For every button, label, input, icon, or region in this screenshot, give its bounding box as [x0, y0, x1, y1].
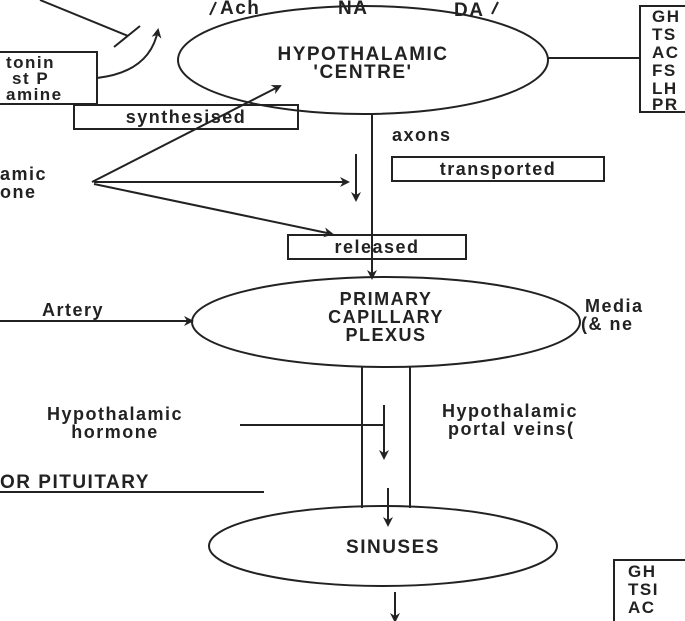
hypothalamic-centre-ellipse [177, 5, 549, 115]
axons-label: axons [392, 125, 452, 145]
right-top-box-line-2: TS [652, 25, 677, 44]
right-top-box-line-5: LH [652, 79, 678, 98]
inhibitory-line [39, 0, 129, 37]
sinuses-label: SINUSES [346, 537, 440, 558]
plexus-line-3: PLEXUS [345, 325, 426, 345]
released-label: released [334, 237, 419, 257]
transported-box [391, 156, 605, 182]
released-box [287, 234, 467, 260]
synthesised-box [73, 104, 299, 130]
plexus-line-2: CAPILLARY [328, 307, 444, 327]
portal-line-1: Hypothalamic [442, 401, 578, 421]
median-line-1: Media [585, 296, 644, 316]
hormone-left-line-2: one [0, 182, 37, 202]
hormone2-line-1: Hypothalamic [47, 404, 183, 424]
sinuses-ellipse [208, 505, 558, 587]
median-line-2: (& ne [581, 314, 634, 334]
portal-line-2: portal veins( [448, 419, 575, 439]
right-top-box-line-1: GH [652, 7, 681, 26]
right-top-box-line-3: AC [652, 43, 680, 62]
inhibitory-bar [113, 25, 141, 48]
bottom-right-box [613, 559, 685, 621]
slash-ach [209, 1, 217, 16]
label-da: DA [454, 0, 484, 21]
artery-label: Artery [42, 300, 104, 320]
pituitary-heading: OR PITUITARY [0, 472, 150, 493]
right-top-box-line-6: PR [652, 95, 679, 114]
hormone2-line-2: hormone [71, 422, 159, 442]
bottom-right-box-line-1: GH [628, 562, 657, 581]
centre-line-2: 'CENTRE' [313, 62, 412, 83]
label-na: NA [338, 0, 368, 19]
bottom-right-box-line-2: TSI [628, 580, 659, 599]
plexus-line-1: PRIMARY [340, 289, 433, 309]
label-ach: Ach [220, 0, 260, 19]
primary-capillary-plexus-ellipse [191, 276, 581, 368]
left-box-line-2: st P [12, 69, 49, 88]
feedback-curve [96, 28, 162, 79]
left-box-line-1: tonin [6, 53, 55, 72]
left-box-line-3: amine [6, 85, 63, 104]
hormone-left-line-1: amic [0, 164, 47, 184]
bottom-right-box-line-3: AC [628, 598, 656, 617]
arrow-to-synthesised [91, 85, 282, 183]
slash-da [491, 1, 499, 15]
synthesised-label: synthesised [126, 107, 247, 127]
right-top-box-line-4: FS [652, 61, 677, 80]
arrow-to-released [93, 183, 334, 238]
centre-line-1: HYPOTHALAMIC [277, 44, 448, 65]
transported-label: transported [440, 159, 557, 179]
